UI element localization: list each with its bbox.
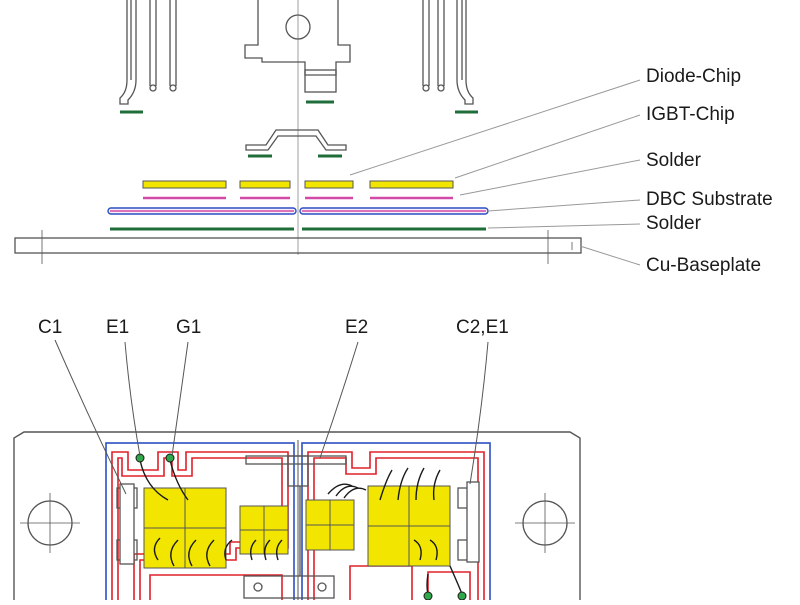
chip-left-diode (239, 180, 291, 189)
right-terminal (422, 0, 474, 105)
cu-baseplate (14, 230, 582, 264)
label-terminal-e1: E1 (106, 317, 130, 338)
chip-right-diode (304, 180, 354, 189)
label-solder-bottom: Solder (646, 213, 701, 234)
mounting-hole-icon (285, 14, 311, 40)
label-diode-chip: Diode-Chip (646, 66, 742, 87)
terminal-solder-marks (120, 100, 478, 158)
bus-screw-icon (317, 582, 327, 592)
chip-left-igbt (142, 180, 227, 189)
label-igbt-chip: IGBT-Chip (646, 104, 735, 125)
aux-terminal-pads (116, 481, 480, 565)
label-dbc-substrate: DBC Substrate (646, 189, 773, 210)
bent-clip (245, 129, 347, 151)
bond-wires (139, 459, 463, 595)
contact-dot (165, 453, 175, 463)
power-bus-bar (243, 455, 347, 599)
chip-right-igbt (369, 180, 454, 189)
label-cu-baseplate: Cu-Baseplate (646, 255, 762, 276)
label-terminal-c2-e1: C2,E1 (456, 317, 509, 338)
substrate-outlines (105, 442, 491, 605)
exploded-chips (142, 180, 454, 189)
left-terminal (119, 0, 177, 105)
terminal-contacts (135, 453, 467, 601)
label-terminal-g1: G1 (176, 317, 202, 338)
top-view-chips (143, 485, 451, 569)
mounting-holes (20, 493, 575, 553)
module-outline (13, 431, 581, 600)
label-terminal-e2: E2 (345, 317, 369, 338)
bus-screw-icon (253, 582, 263, 592)
exploded-view (14, 0, 582, 264)
center-terminal (244, 0, 351, 93)
terminal-leaders (54, 339, 489, 495)
copper-traces-left (111, 451, 289, 600)
label-leaders (349, 79, 641, 266)
contact-dot (423, 591, 433, 601)
top-view (13, 339, 581, 605)
contact-dot (457, 591, 467, 601)
label-terminal-c1: C1 (38, 317, 63, 338)
label-solder-top: Solder (646, 150, 701, 171)
